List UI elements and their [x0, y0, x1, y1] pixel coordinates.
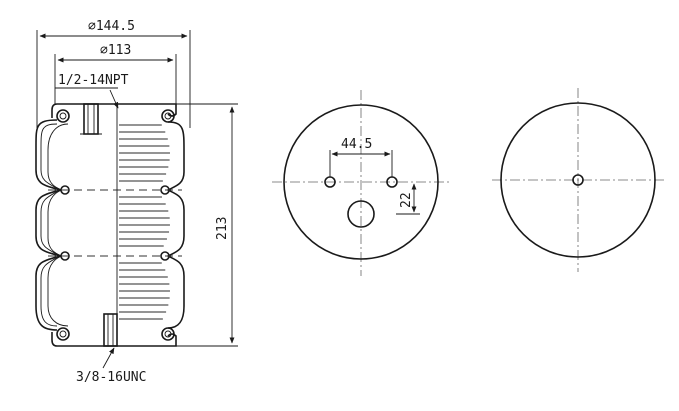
hole-spacing-label: 44.5 [341, 137, 372, 152]
outer-diameter-dimension: ⌀144.5 [36, 19, 191, 128]
bottom-plate-view [492, 88, 666, 272]
top-plate-outline [283, 104, 439, 260]
height-label: 213 [215, 217, 230, 240]
bottom-plate-outline [500, 102, 656, 258]
height-dimension: 213 [176, 103, 238, 347]
inner-diameter-label: ⌀113 [100, 43, 131, 58]
top-port-callout: 1/2-14NPT [55, 73, 129, 109]
air-inlet-hole [347, 200, 375, 228]
inner-diameter-dimension: ⌀113 [54, 43, 177, 104]
section-hatching [119, 124, 170, 320]
bottom-stud-thread-label: 3/8-16UNC [76, 370, 146, 385]
top-port-thread-label: 1/2-14NPT [58, 73, 129, 88]
bottom-stud-callout: 3/8-16UNC [76, 347, 146, 385]
top-bead-plate [51, 103, 177, 135]
hole-offset-label: 22 [399, 192, 414, 208]
side-view: ⌀144.5 ⌀113 1/2-14NPT [35, 19, 238, 385]
top-plate-view: 44.5 22 [272, 90, 450, 276]
outer-diameter-label: ⌀144.5 [88, 19, 135, 34]
center-stud-hole [572, 174, 584, 186]
